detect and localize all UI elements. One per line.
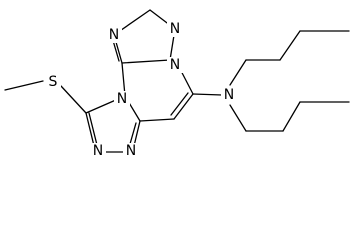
- bond: [170, 92, 189, 116]
- bond: [173, 93, 194, 120]
- bond: [121, 59, 171, 64]
- bond: [4, 80, 44, 91]
- atom-n-triazole-right: N: [170, 21, 180, 37]
- atom-n-bridge-top: N: [170, 57, 180, 73]
- bond: [192, 93, 223, 96]
- atom-n-triazole-bottom-right: N: [126, 143, 136, 159]
- atom-n-triazole-bottom-left: N: [93, 143, 103, 159]
- bond: [229, 104, 247, 132]
- atom-labels: N N N N N S N N: [45, 21, 237, 159]
- molecule-structure: N N N N N S N N: [4, 9, 350, 159]
- bond: [282, 101, 301, 132]
- atom-n-bridge-bottom: N: [117, 91, 127, 107]
- atom-n-amine: N: [224, 87, 234, 103]
- bond: [129, 122, 137, 145]
- atom-n-triazole-top: N: [109, 27, 119, 43]
- bond: [88, 112, 98, 146]
- atom-s-methylthio: S: [49, 74, 58, 90]
- bond: [279, 30, 301, 61]
- bond: [229, 59, 247, 86]
- bond: [133, 120, 141, 147]
- bond: [139, 118, 175, 122]
- bond: [60, 85, 87, 114]
- bond: [121, 62, 126, 97]
